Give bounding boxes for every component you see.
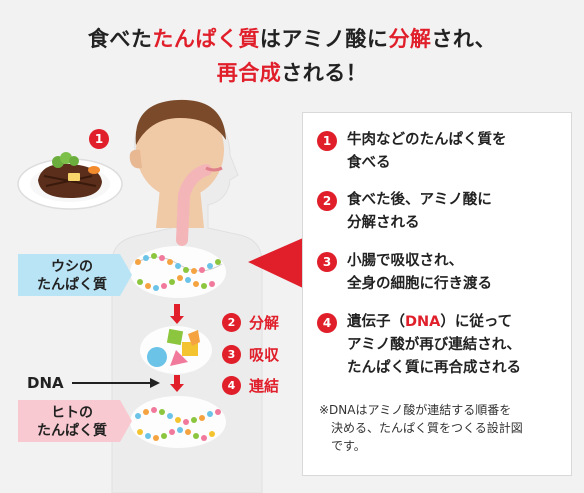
step-number: 2	[222, 313, 241, 332]
item-text-line: 食べた後、アミノ酸に	[347, 192, 492, 208]
cow-tag-line-1: ウシの	[51, 259, 93, 275]
item-text-line: たんぱく質に再合成される	[347, 360, 521, 376]
item-text-line: 食べる	[347, 155, 391, 171]
step-label-text: 連結	[249, 377, 280, 395]
callout-pointer	[248, 238, 303, 288]
item-text-line: アミノ酸が再び連結され、	[347, 337, 521, 353]
note-line: です。	[331, 439, 366, 453]
steak-plate-illustration	[17, 152, 123, 210]
mouth-opening	[205, 166, 223, 172]
human-protein-chain	[135, 407, 221, 441]
panel-item-3: 3 小腸で吸収され、 全身の細胞に行き渡る	[317, 250, 565, 296]
step-label-text: 分解	[249, 314, 280, 332]
esophagus	[176, 164, 212, 246]
item-text-line: 小腸で吸収され、	[347, 253, 464, 269]
title-text: 食べた	[87, 27, 153, 51]
dna-label: DNA	[27, 374, 64, 392]
human-tag-line-1: ヒトの	[51, 405, 93, 421]
panel-item-4: 4 遺伝子（DNA）に従って アミノ酸が再び連結され、 たんぱく質に再合成される	[317, 311, 565, 380]
explanation-panel: 1 牛肉などのたんぱく質を 食べる 2 食べた後、アミノ酸に 分解される 3 小…	[302, 112, 572, 476]
item-number: 3	[317, 252, 337, 272]
arrow-down-icon	[170, 304, 184, 324]
amino-acid-shapes	[147, 328, 200, 367]
step-number: 3	[222, 345, 241, 364]
item-text-part: ）に従って	[440, 314, 513, 330]
item-number: 1	[317, 131, 337, 151]
step-decompose: 2 分解	[222, 312, 279, 333]
title-highlight-resynthesis: 再合成	[216, 61, 282, 85]
cow-tag-line-2: たんぱく質	[37, 277, 107, 293]
dna-highlight: DNA	[405, 314, 441, 330]
panel-item-2: 2 食べた後、アミノ酸に 分解される	[317, 189, 565, 235]
callout-number-1: 1	[89, 129, 109, 149]
title-line-1: 食べたたんぱく質はアミノ酸に分解され、	[0, 22, 584, 56]
title-highlight-protein: たんぱく質	[152, 27, 260, 51]
page-title: 食べたたんぱく質はアミノ酸に分解され、 再合成される！	[0, 22, 584, 90]
item-text-part: 遺伝子（	[347, 314, 405, 330]
stomach-protein-area	[130, 246, 226, 298]
title-text: される！	[281, 61, 368, 85]
panel-footnote: ※DNAはアミノ酸が連結する順番を 決める、たんぱく質をつくる設計図 です。	[319, 401, 564, 455]
item-text-line: 遺伝子（DNA）に従って	[347, 311, 521, 334]
item-text-line: 分解される	[347, 215, 420, 231]
item-number: 2	[317, 191, 337, 211]
cow-protein-chain	[134, 253, 223, 291]
cow-tag-shape	[18, 254, 132, 296]
human-protein-tag: ヒトの たんぱく質	[18, 404, 126, 440]
note-line: ※DNAはアミノ酸が連結する順番を	[319, 403, 512, 417]
item-number: 4	[317, 313, 337, 333]
item-text-line: 牛肉などのたんぱく質を	[347, 132, 507, 148]
hair	[135, 99, 226, 145]
arrow-down-icon	[170, 375, 184, 392]
cow-protein-tag: ウシの たんぱく質	[18, 258, 126, 294]
title-text: され、	[431, 27, 497, 51]
note-line: 決める、たんぱく質をつくる設計図	[331, 421, 523, 435]
title-line-2: 再合成される！	[0, 56, 584, 90]
step-absorb: 3 吸収	[222, 344, 279, 365]
step-connect: 4 連結	[222, 375, 279, 396]
item-text-line: 全身の細胞に行き渡る	[347, 276, 492, 292]
title-highlight-decompose: 分解	[388, 27, 432, 51]
ear	[129, 149, 142, 169]
panel-item-1: 1 牛肉などのたんぱく質を 食べる	[317, 129, 565, 175]
title-text: はアミノ酸に	[259, 27, 389, 51]
human-tag-line-2: たんぱく質	[37, 423, 107, 439]
human-tag-shape	[18, 400, 132, 442]
step-label-text: 吸収	[249, 346, 280, 364]
step-number: 4	[222, 376, 241, 395]
